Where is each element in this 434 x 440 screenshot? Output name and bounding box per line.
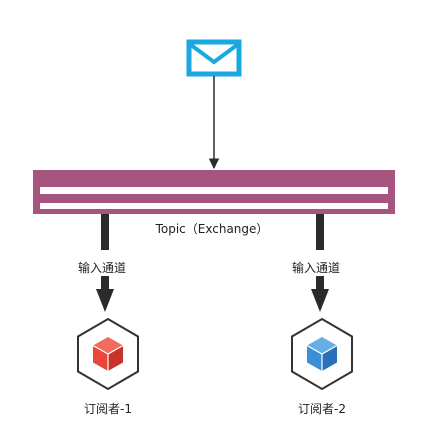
channel-arrow-2 — [311, 214, 329, 312]
subscriber-icon-2 — [291, 317, 353, 391]
topic-bar-slot-2 — [40, 203, 388, 209]
subscriber-label-2: 订阅者-2 — [298, 402, 346, 416]
channel-1-shaft-bottom — [101, 276, 109, 290]
subscriber-icon-1 — [77, 317, 139, 391]
channel-label-1: 输入通道 — [77, 261, 127, 275]
topic-bar — [33, 170, 395, 214]
envelope-icon — [186, 39, 242, 77]
envelope-flap — [189, 43, 239, 65]
cube-icon — [92, 337, 124, 371]
channel-2-arrowhead — [311, 289, 329, 312]
channel-1-arrowhead — [96, 289, 114, 312]
channel-label-2: 输入通道 — [291, 261, 341, 275]
channel-1-shaft-top — [101, 214, 109, 250]
cube-icon — [306, 337, 338, 371]
channel-2-shaft-bottom — [316, 276, 324, 290]
subscriber-label-1: 订阅者-1 — [84, 402, 132, 416]
topic-label: Topic（Exchange） — [155, 222, 269, 236]
channel-2-shaft-top — [316, 214, 324, 250]
topic-bar-slot-1 — [40, 187, 388, 194]
channel-arrow-1 — [96, 214, 114, 312]
